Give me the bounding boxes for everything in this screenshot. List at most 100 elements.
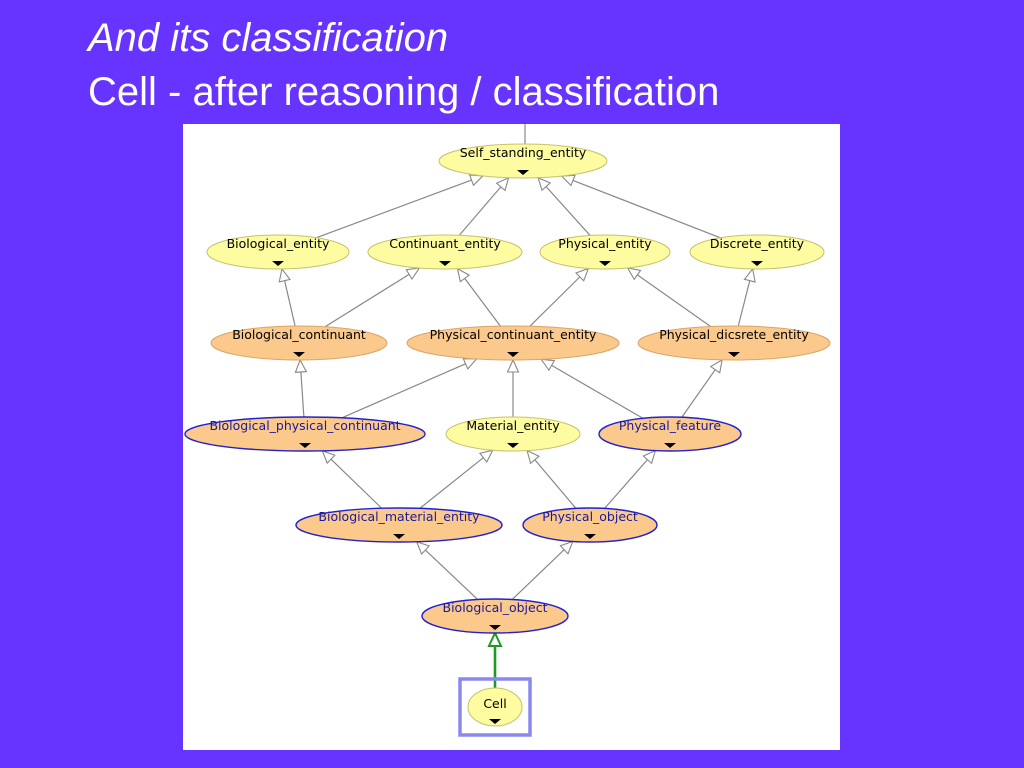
edge-line [300,371,305,418]
node-label: Physical_dicsrete_entity [659,327,809,342]
node-label: Biological_material_entity [318,509,480,524]
edge-line [424,549,478,600]
edge-material_entity-to-physical_continuant_entity [506,358,520,417]
node-label: Physical_continuant_entity [430,327,597,342]
expand-triangle-icon[interactable] [507,352,519,357]
edge-biological_object-to-biological_material_entity [415,540,478,600]
node-label: Cell [483,696,506,711]
slide-subtitle: And its classification [88,16,449,60]
edge-line [464,278,501,327]
edge-arrowhead [743,267,756,283]
edge-continuant_entity-to-self_standing_entity [458,176,510,236]
edge-biological_object-to-physical_object [511,540,574,600]
edge-arrowhead [709,358,723,374]
edge-line [511,549,565,600]
edge-line [458,186,502,236]
expand-triangle-icon[interactable] [517,170,529,175]
edge-line [545,186,591,236]
node-cell[interactable]: Cell [458,677,532,737]
edge-arrowhead [560,174,576,187]
node-ellipse [445,416,581,452]
edge-physical_continuant_entity-to-physical_entity [529,267,590,327]
edges-layer [278,174,756,688]
expand-triangle-icon[interactable] [664,443,676,448]
edge-arrowhead [321,449,336,465]
edge-arrowhead [405,267,421,281]
node-discrete_entity[interactable]: Discrete_entity [689,234,825,270]
edge-arrowhead [537,176,552,192]
edge-line [604,459,648,509]
node-biological_material_entity[interactable]: Biological_material_entity [295,507,503,543]
edge-arrowhead [415,540,431,555]
expand-triangle-icon[interactable] [507,443,519,448]
edge-arrowhead [506,358,520,373]
expand-triangle-icon[interactable] [728,352,740,357]
edge-biological_continuant-to-biological_entity [278,267,296,327]
edge-line [330,458,383,509]
edge-line [637,274,711,328]
expand-triangle-icon[interactable] [393,534,405,539]
node-continuant_entity[interactable]: Continuant_entity [367,234,523,270]
edge-line [551,364,644,419]
node-biological_entity[interactable]: Biological_entity [206,234,350,270]
edge-line [737,280,751,327]
edge-physical_dicsrete_entity-to-physical_entity [626,267,711,328]
edge-line [284,280,296,327]
edge-line [419,457,484,509]
node-label: Self_standing_entity [460,145,587,160]
edge-line [681,369,716,418]
expand-triangle-icon[interactable] [599,261,611,266]
edge-arrowhead [574,267,590,282]
node-physical_object[interactable]: Physical_object [522,507,658,543]
expand-triangle-icon[interactable] [751,261,763,266]
selection-box [458,677,532,737]
edge-biological_continuant-to-continuant_entity [324,267,421,328]
edge-line [572,179,721,239]
expand-triangle-icon[interactable] [489,719,501,724]
node-label: Material_entity [466,418,560,433]
node-label: Physical_feature [619,418,722,433]
edge-arrowhead [626,267,642,281]
edge-arrowhead [495,176,510,192]
expand-triangle-icon[interactable] [584,534,596,539]
node-ellipse [522,507,658,543]
node-physical_continuant_entity[interactable]: Physical_continuant_entity [406,325,620,361]
expand-triangle-icon[interactable] [489,625,501,630]
node-label: Continuant_entity [389,236,501,251]
node-biological_object[interactable]: Biological_object [421,598,569,634]
expand-triangle-icon[interactable] [293,352,305,357]
edge-arrowhead [278,267,291,283]
edge-physical_feature-to-physical_dicsrete_entity [681,358,723,418]
node-ellipse [637,325,831,361]
node-ellipse [421,598,569,634]
node-label: Physical_object [542,509,638,524]
edge-arrowhead [642,449,657,465]
node-biological_physical_continuant[interactable]: Biological_physical_continuant [184,416,426,452]
expand-triangle-icon[interactable] [272,261,284,266]
edge-cell-to-biological_object [487,630,503,688]
edge-physical_feature-to-physical_continuant_entity [540,358,644,419]
node-biological_continuant[interactable]: Biological_continuant [210,325,388,361]
node-self_standing_entity[interactable]: Self_standing_entity [438,143,608,179]
node-physical_dicsrete_entity[interactable]: Physical_dicsrete_entity [637,325,831,361]
node-label: Biological_entity [227,236,330,251]
node-label: Biological_object [443,600,548,615]
expand-triangle-icon[interactable] [299,443,311,448]
edge-line [324,273,410,328]
edge-line [341,363,466,419]
edge-physical_dicsrete_entity-to-discrete_entity [737,267,756,327]
expand-triangle-icon[interactable] [439,261,451,266]
node-physical_entity[interactable]: Physical_entity [539,234,671,270]
edge-physical_object-to-material_entity [526,449,577,509]
edge-arrowhead [294,358,308,373]
edge-arrowhead [487,630,503,647]
node-label: Biological_physical_continuant [209,418,400,433]
edge-arrowhead [468,174,485,187]
node-ellipse [295,507,503,543]
edge-biological_entity-to-self_standing_entity [316,174,485,239]
edge-line [529,276,581,327]
node-physical_feature[interactable]: Physical_feature [598,416,742,452]
node-material_entity[interactable]: Material_entity [445,416,581,452]
node-label: Physical_entity [558,236,652,251]
